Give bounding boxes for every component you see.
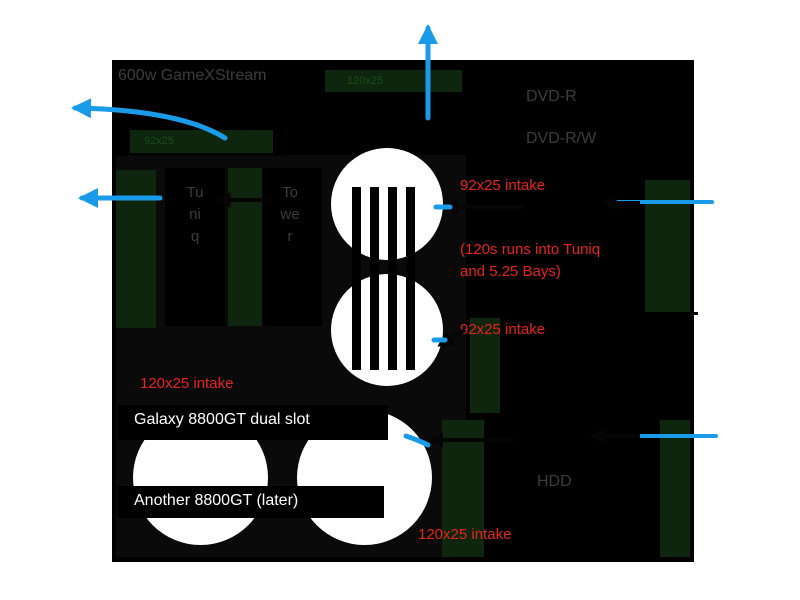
- psu-fan-label: 92x25: [144, 135, 174, 147]
- drive-cage-line: [466, 312, 698, 315]
- psu-label: 600w GameXStream: [118, 67, 267, 84]
- cage-fan-mid: [470, 318, 500, 413]
- gpu2-card: Another 8800GT (later): [118, 486, 384, 518]
- hdd-label: HDD: [537, 473, 572, 490]
- tuniq-label: Tuniq: [186, 184, 204, 245]
- bottom-fan-right: [660, 420, 690, 557]
- tower-block: Tower: [262, 168, 322, 326]
- cooler-fan: [228, 168, 262, 326]
- hdd: HDD: [487, 463, 640, 503]
- tower-label: Tower: [280, 184, 300, 245]
- top-fan-label: 120x25: [347, 75, 384, 87]
- side-fan-lower: [331, 274, 443, 386]
- annotation-note-line1: (120s runs into Tuniq: [460, 241, 601, 258]
- vent-bar-2: [370, 187, 379, 370]
- hdd-cage-line: [640, 415, 643, 557]
- annotation-intake-bottom: 120x25 intake: [418, 526, 512, 543]
- vent-bar-1: [352, 187, 361, 370]
- arrow-psu-exhaust: [71, 98, 228, 141]
- drive-bays: DVD-R DVD-R/W: [470, 62, 692, 177]
- side-fan-upper: [331, 148, 443, 260]
- gpu1-card: Galaxy 8800GT dual slot: [118, 405, 388, 440]
- vent-bar-4: [406, 187, 415, 370]
- drive-dvd-rw: DVD-R/W: [526, 130, 597, 147]
- psu-fan: 92x25: [130, 130, 273, 153]
- arrow-gpu-intake: [403, 433, 431, 448]
- vent-bar-3: [388, 187, 397, 370]
- annotation-note-line2: and 5.25 Bays): [460, 263, 561, 280]
- annotation-intake-left: 120x25 intake: [140, 375, 234, 392]
- annotation-intake-lower: 92x25 intake: [460, 321, 546, 338]
- annotation-intake-upper: 92x25 intake: [460, 177, 546, 194]
- bottom-fan-left: [442, 420, 484, 557]
- drive-dvd-r: DVD-R: [526, 88, 577, 105]
